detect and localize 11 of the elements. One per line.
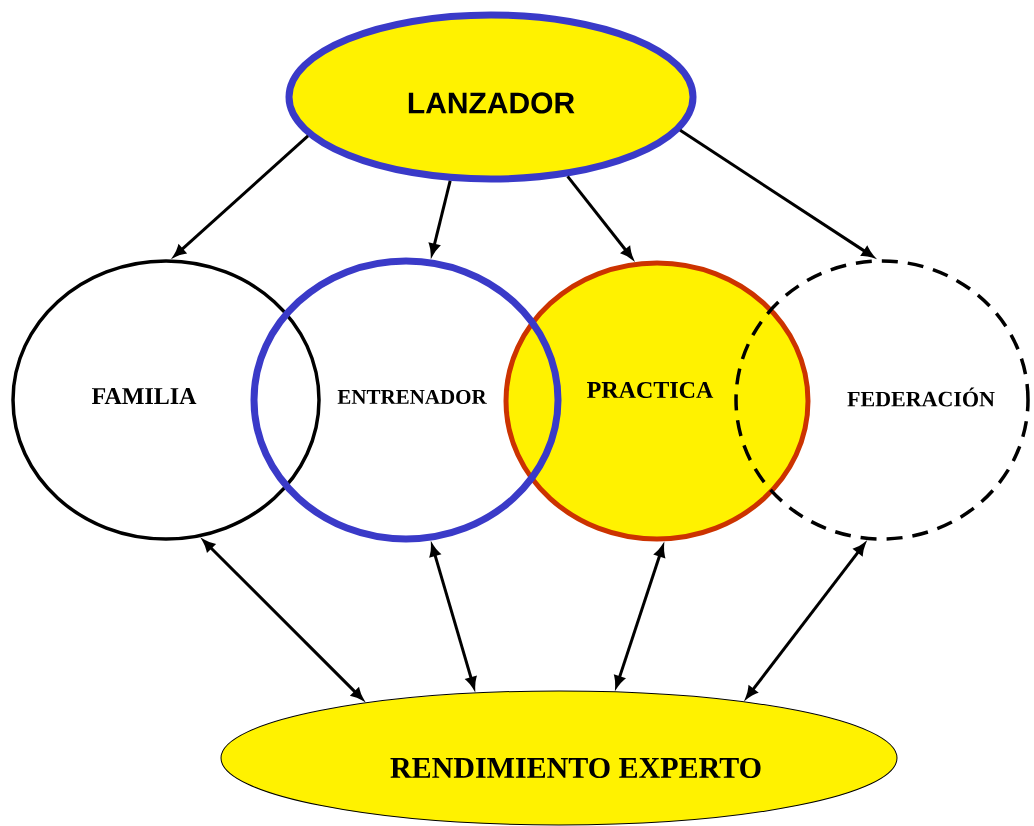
arrow [745,543,866,699]
arrow [173,134,309,257]
arrow [202,539,364,700]
arrow [429,180,452,256]
ellipse-node: PRACTICA [503,260,811,542]
ellipse-node: RENDIMIENTO EXPERTO [220,690,898,826]
arrow [679,129,874,258]
ellipse-node: FEDERACIÓN [734,259,1030,541]
ellipse-node: LANZADOR [285,11,697,183]
ellipse-node: FAMILIA [11,259,321,541]
ellipse-node: ENTRENADOR [250,257,562,543]
